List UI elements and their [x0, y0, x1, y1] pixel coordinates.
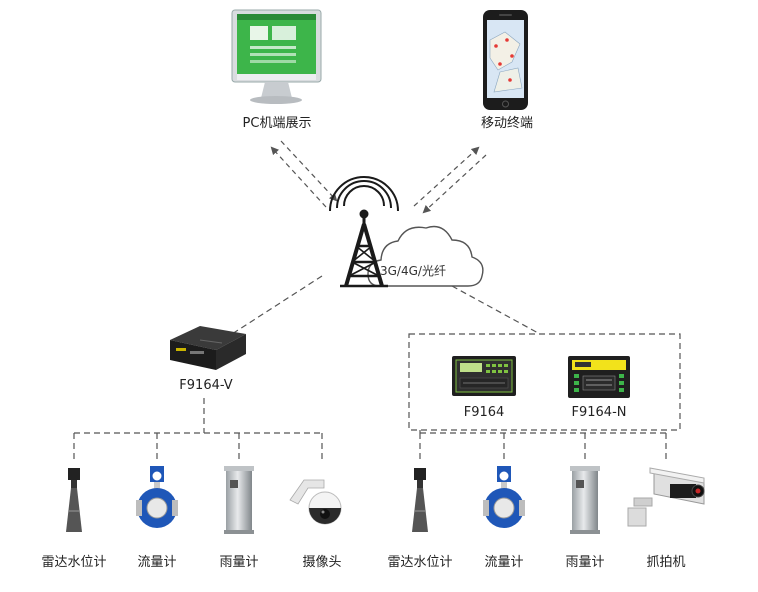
- radar-level-icon: [66, 468, 82, 532]
- rain-gauge-icon: [224, 466, 254, 534]
- gateway-links: [231, 275, 541, 335]
- gateway-left-label: F9164-V: [179, 378, 233, 393]
- sensor-right-4-label: 抓拍机: [646, 555, 686, 570]
- pc-monitor-icon: [231, 9, 322, 104]
- pc-link: [270, 140, 338, 208]
- snapshot-camera-icon: [627, 467, 705, 527]
- pc-label: PC机端展示: [242, 116, 312, 131]
- flowmeter-icon: [483, 466, 525, 528]
- flowmeter-icon: [136, 466, 178, 528]
- sensor-left-3-label: 雨量计: [219, 555, 259, 570]
- radar-level-icon: [412, 468, 428, 532]
- gateway-group-box: [408, 333, 681, 431]
- mobile-link: [413, 146, 487, 214]
- sensor-left-1-label: 雷达水位计: [41, 555, 107, 570]
- network-label: 3G/4G/光纤: [380, 264, 446, 278]
- mobile-label: 移动终端: [480, 116, 534, 131]
- sensor-right-2-label: 流量计: [484, 555, 524, 570]
- gateway-right-b-label: F9164-N: [571, 405, 627, 420]
- sensor-right-1-label: 雷达水位计: [387, 555, 453, 570]
- gateway-f9164v-icon: [170, 326, 246, 370]
- right-sensor-bus: [419, 430, 667, 462]
- gateway-right-a-label: F9164: [463, 405, 505, 420]
- gateway-f9164-icon: [452, 356, 516, 396]
- dome-camera-icon: [289, 479, 342, 525]
- gateway-f9164n-icon: [568, 356, 630, 398]
- rain-gauge-icon: [570, 466, 600, 534]
- sensor-left-2-label: 流量计: [137, 555, 177, 570]
- cloud-icon: [367, 225, 484, 287]
- tower-icon: [329, 176, 399, 288]
- left-sensor-bus: [73, 398, 323, 462]
- mobile-phone-icon: [483, 10, 528, 110]
- sensor-right-3-label: 雨量计: [565, 555, 605, 570]
- sensor-left-4-label: 摄像头: [302, 555, 342, 570]
